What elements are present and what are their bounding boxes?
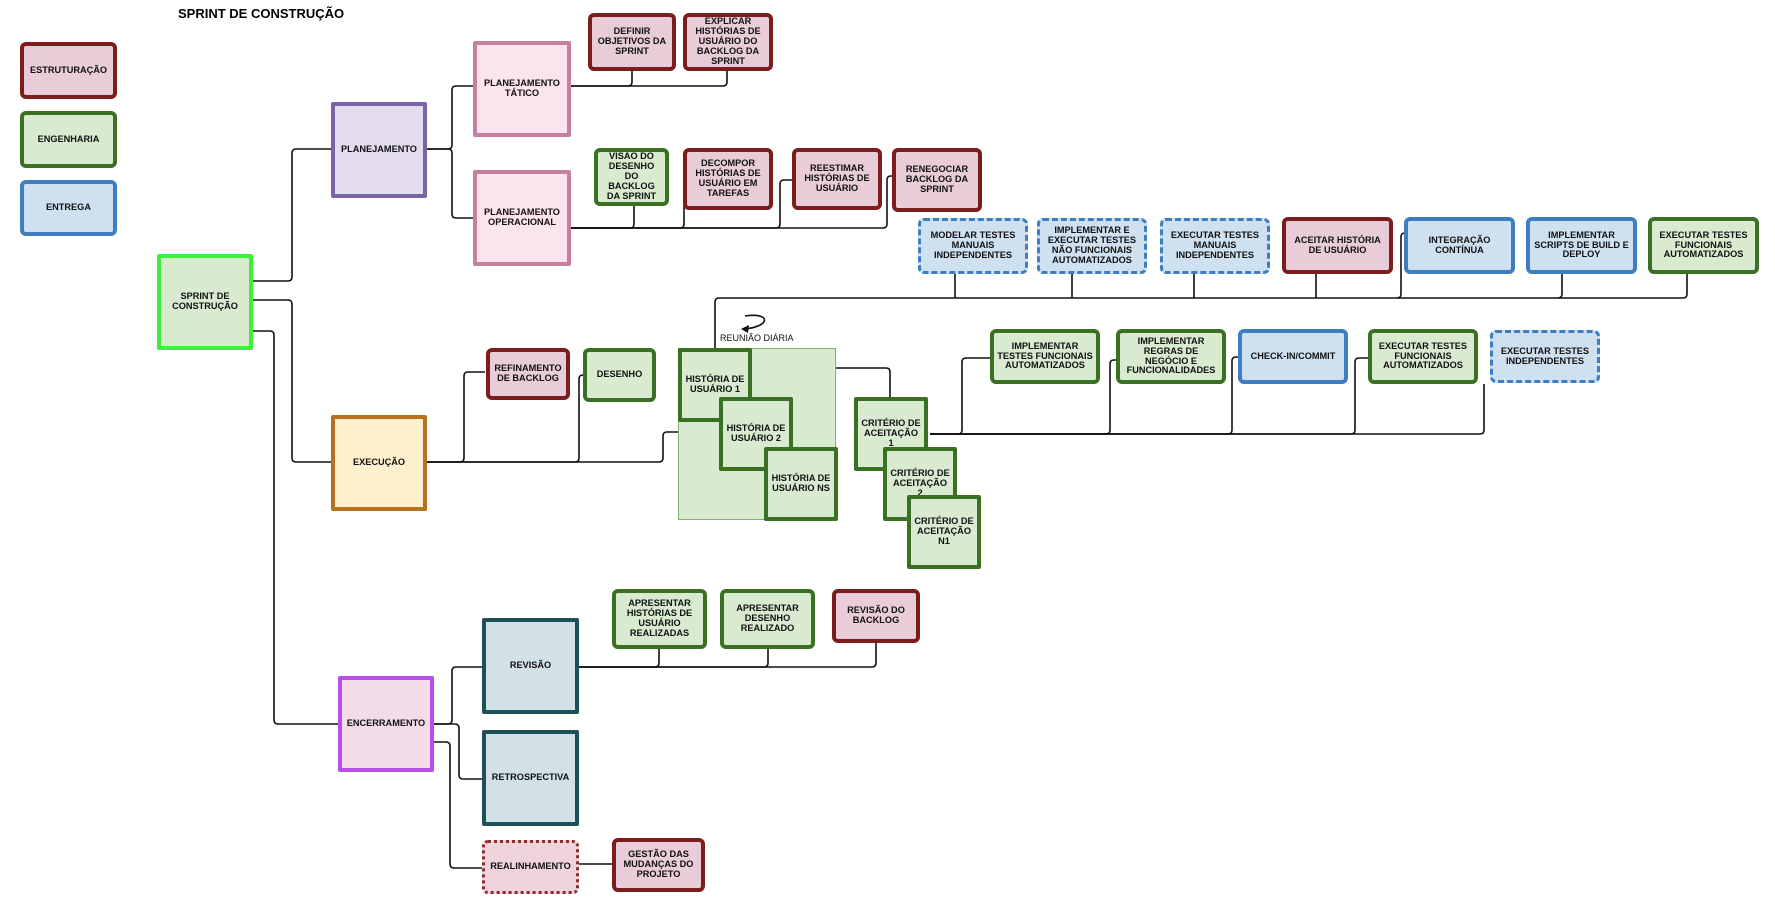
top-aceitar-historia-label: ACEITAR HISTÓRIA DE USUÁRIO bbox=[1294, 234, 1381, 255]
mid-implementar-regras: IMPLEMENTAR REGRAS DE NEGÓCIO E FUNCIONA… bbox=[1116, 329, 1226, 384]
execucao-label: EXECUÇÃO bbox=[352, 457, 406, 468]
operacional-item-reestimar-label: REESTIMAR HISTÓRIAS DE USUÁRIO bbox=[804, 163, 870, 193]
root-node-label: SPRINT DE CONSTRUÇÃO bbox=[172, 291, 238, 311]
reuniao-diaria-label: REUNIÃO DIÁRIA bbox=[720, 333, 794, 343]
tatico-item-explicar-historias: EXPLICAR HISTÓRIAS DE USUÁRIO DO BACKLOG… bbox=[683, 13, 773, 71]
mid-checkin-commit: CHECK-IN/COMMIT bbox=[1238, 329, 1348, 384]
mid-executar-independentes: EXECUTAR TESTES INDEPENDENTES bbox=[1490, 330, 1600, 383]
execucao-node: EXECUÇÃO bbox=[331, 415, 427, 511]
historia-usuario-2-label: HISTÓRIA DE USUÁRIO 2 bbox=[726, 423, 786, 443]
retrospectiva-label: RETROSPECTIVA bbox=[491, 772, 570, 783]
top-executar-funcionais: EXECUTAR TESTES FUNCIONAIS AUTOMATIZADOS bbox=[1648, 217, 1759, 274]
revisao-item-backlog-label: REVISÃO DO BACKLOG bbox=[847, 605, 905, 625]
tatico-item-definir-objetivos-label: DEFINIR OBJETIVOS DA SPRINT bbox=[597, 26, 667, 56]
revisao-item-historias: APRESENTAR HISTÓRIAS DE USUÁRIO REALIZAD… bbox=[612, 589, 707, 649]
top-scripts-build-deploy-label: IMPLEMENTAR SCRIPTS DE BUILD E DEPLOY bbox=[1534, 229, 1629, 260]
planejamento-tatico-node: PLANEJAMENTO TÁTICO bbox=[473, 41, 571, 137]
legend-engenharia-label: ENGENHARIA bbox=[37, 133, 100, 144]
operacional-item-visao-desenho-label: VISÃO DO DESENHO DO BACKLOG DA SPRINT bbox=[606, 151, 657, 201]
historia-usuario-ns: HISTÓRIA DE USUÁRIO NS bbox=[764, 447, 838, 521]
criterio-aceitacao-1-label: CRITÉRIO DE ACEITAÇÃO 1 bbox=[861, 418, 921, 448]
revisao-label: REVISÃO bbox=[509, 660, 552, 671]
top-integracao-continua: INTEGRAÇÃO CONTÍNUA bbox=[1404, 217, 1515, 274]
gestao-mudancas-label: GESTÃO DAS MUDANÇAS DO PROJETO bbox=[623, 849, 694, 879]
criterio-aceitacao-n1: CRITÉRIO DE ACEITAÇÃO N1 bbox=[907, 495, 981, 569]
mid-executar-funcionais-label: EXECUTAR TESTES FUNCIONAIS AUTOMATIZADOS bbox=[1378, 340, 1468, 371]
top-executar-manuais: EXECUTAR TESTES MANUAIS INDEPENDENTES bbox=[1160, 218, 1270, 274]
mid-checkin-commit-label: CHECK-IN/COMMIT bbox=[1250, 350, 1336, 361]
desenho-label: DESENHO bbox=[596, 369, 643, 380]
realinhamento-label: REALINHAMENTO bbox=[490, 861, 571, 872]
page-title: SPRINT DE CONSTRUÇÃO bbox=[178, 6, 345, 21]
revisao-item-desenho: APRESENTAR DESENHO REALIZADO bbox=[720, 589, 815, 649]
top-modelar-testes-label: MODELAR TESTES MANUAIS INDEPENDENTES bbox=[930, 230, 1016, 260]
revisao-node: REVISÃO bbox=[482, 618, 579, 714]
top-aceitar-historia: ACEITAR HISTÓRIA DE USUÁRIO bbox=[1282, 217, 1393, 274]
top-executar-manuais-label: EXECUTAR TESTES MANUAIS INDEPENDENTES bbox=[1170, 230, 1260, 260]
mid-implementar-regras-label: IMPLEMENTAR REGRAS DE NEGÓCIO E FUNCIONA… bbox=[1126, 335, 1216, 376]
criterio-aceitacao-2-label: CRITÉRIO DE ACEITAÇÃO 2 bbox=[890, 468, 950, 498]
operacional-item-decompor-label: DECOMPOR HISTÓRIAS DE USUÁRIO EM TAREFAS bbox=[695, 158, 761, 198]
tatico-item-explicar-historias-label: EXPLICAR HISTÓRIAS DE USUÁRIO DO BACKLOG… bbox=[695, 16, 761, 66]
legend-engenharia: ENGENHARIA bbox=[20, 111, 117, 168]
refinamento-backlog-node: REFINAMENTO DE BACKLOG bbox=[486, 348, 570, 400]
operacional-item-renegociar-label: RENEGOCIAR BACKLOG DA SPRINT bbox=[905, 164, 969, 194]
mid-executar-funcionais: EXECUTAR TESTES FUNCIONAIS AUTOMATIZADOS bbox=[1368, 329, 1478, 384]
planejamento-operacional-label: PLANEJAMENTO OPERACIONAL bbox=[484, 207, 560, 227]
gestao-mudancas-node: GESTÃO DAS MUDANÇAS DO PROJETO bbox=[612, 838, 705, 892]
legend-entrega: ENTREGA bbox=[20, 180, 117, 236]
mid-implementar-testes: IMPLEMENTAR TESTES FUNCIONAIS AUTOMATIZA… bbox=[990, 329, 1100, 384]
operacional-item-decompor: DECOMPOR HISTÓRIAS DE USUÁRIO EM TAREFAS bbox=[683, 148, 773, 210]
mid-executar-independentes-label: EXECUTAR TESTES INDEPENDENTES bbox=[1500, 345, 1590, 366]
top-implementar-nao-funcionais-label: IMPLEMENTAR E EXECUTAR TESTES NÃO FUNCIO… bbox=[1047, 225, 1137, 265]
operacional-item-visao-desenho: VISÃO DO DESENHO DO BACKLOG DA SPRINT bbox=[594, 148, 669, 206]
top-modelar-testes: MODELAR TESTES MANUAIS INDEPENDENTES bbox=[918, 218, 1028, 274]
mid-implementar-testes-label: IMPLEMENTAR TESTES FUNCIONAIS AUTOMATIZA… bbox=[997, 340, 1093, 371]
top-executar-funcionais-label: EXECUTAR TESTES FUNCIONAIS AUTOMATIZADOS bbox=[1659, 229, 1748, 260]
retrospectiva-node: RETROSPECTIVA bbox=[482, 730, 579, 826]
revisao-item-historias-label: APRESENTAR HISTÓRIAS DE USUÁRIO REALIZAD… bbox=[626, 598, 693, 638]
revisao-item-desenho-label: APRESENTAR DESENHO REALIZADO bbox=[736, 603, 799, 633]
refinamento-backlog-label: REFINAMENTO DE BACKLOG bbox=[494, 363, 562, 383]
legend-entrega-label: ENTREGA bbox=[46, 202, 91, 213]
legend-estruturacao-label: ESTRUTURAÇÃO bbox=[29, 64, 108, 75]
planejamento-node: PLANEJAMENTO bbox=[331, 102, 427, 198]
realinhamento-node: REALINHAMENTO bbox=[482, 840, 579, 894]
operacional-item-reestimar: REESTIMAR HISTÓRIAS DE USUÁRIO bbox=[792, 148, 882, 210]
encerramento-label: ENCERRAMENTO bbox=[346, 718, 426, 729]
revisao-item-backlog: REVISÃO DO BACKLOG bbox=[832, 589, 920, 643]
planejamento-operacional-node: PLANEJAMENTO OPERACIONAL bbox=[473, 170, 571, 266]
historia-usuario-ns-label: HISTÓRIA DE USUÁRIO NS bbox=[771, 473, 831, 493]
top-integracao-continua-label: INTEGRAÇÃO CONTÍNUA bbox=[1428, 234, 1491, 255]
encerramento-node: ENCERRAMENTO bbox=[338, 676, 434, 772]
tatico-item-definir-objetivos: DEFINIR OBJETIVOS DA SPRINT bbox=[588, 13, 676, 71]
root-node: SPRINT DE CONSTRUÇÃO bbox=[157, 254, 253, 350]
criterio-aceitacao-n1-label: CRITÉRIO DE ACEITAÇÃO N1 bbox=[914, 516, 974, 546]
historia-usuario-1-label: HISTÓRIA DE USUÁRIO 1 bbox=[685, 374, 745, 394]
planejamento-label: PLANEJAMENTO bbox=[341, 144, 417, 155]
legend-estruturacao: ESTRUTURAÇÃO bbox=[20, 42, 117, 99]
top-implementar-nao-funcionais: IMPLEMENTAR E EXECUTAR TESTES NÃO FUNCIO… bbox=[1037, 218, 1147, 274]
operacional-item-renegociar: RENEGOCIAR BACKLOG DA SPRINT bbox=[892, 148, 982, 212]
top-scripts-build-deploy: IMPLEMENTAR SCRIPTS DE BUILD E DEPLOY bbox=[1526, 217, 1637, 274]
planejamento-tatico-label: PLANEJAMENTO TÁTICO bbox=[484, 78, 560, 98]
desenho-node: DESENHO bbox=[583, 348, 656, 402]
